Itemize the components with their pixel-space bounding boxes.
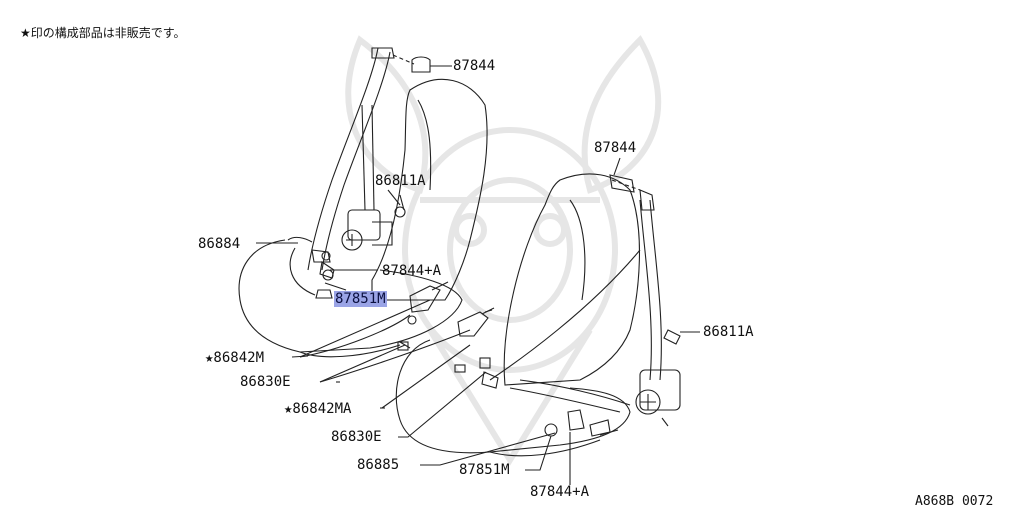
left-anchor-bolt [394, 206, 406, 218]
part-86811a-right-callout[interactable]: 86811A [703, 324, 754, 340]
part-86830e-left-callout[interactable]: 86830E [240, 374, 291, 390]
right-buckle [457, 311, 489, 337]
part-87844-right-callout[interactable]: 87844 [594, 140, 637, 156]
right-retractor [635, 369, 681, 427]
part-86885-callout[interactable]: 86885 [357, 457, 400, 473]
part-86842ma-callout[interactable]: ★86842MA [284, 401, 352, 417]
figure-id: A868B 0072 [915, 494, 994, 509]
non-sale-note: ★印の構成部品は非販売です。 [20, 26, 186, 40]
left-buckle [409, 285, 441, 313]
part-86842m-callout[interactable]: ★86842M [205, 350, 265, 366]
right-anchor-bolt [663, 329, 681, 345]
watermark-emblem [345, 35, 662, 466]
right-seat-backrest [503, 173, 641, 386]
left-seat-cushion [238, 239, 463, 353]
part-87844a-bottom-callout[interactable]: 87844+A [530, 484, 590, 500]
part-87851m-highlighted-callout[interactable]: 87851M [334, 291, 387, 307]
right-belt-webbing [639, 199, 652, 381]
left-guide-cap [411, 56, 431, 73]
part-87851m-bottom-callout[interactable]: 87851M [459, 462, 510, 478]
left-seat-backrest [371, 78, 488, 301]
part-87844-top-callout[interactable]: 87844 [453, 58, 496, 74]
part-87844a-left-callout[interactable]: 87844+A [382, 263, 442, 279]
left-belt-webbing [307, 47, 379, 271]
part-86884-callout[interactable]: 86884 [198, 236, 241, 252]
part-86811a-left-callout[interactable]: 86811A [375, 173, 426, 189]
left-retractor [341, 209, 393, 251]
part-86830e-right-callout[interactable]: 86830E [331, 429, 382, 445]
